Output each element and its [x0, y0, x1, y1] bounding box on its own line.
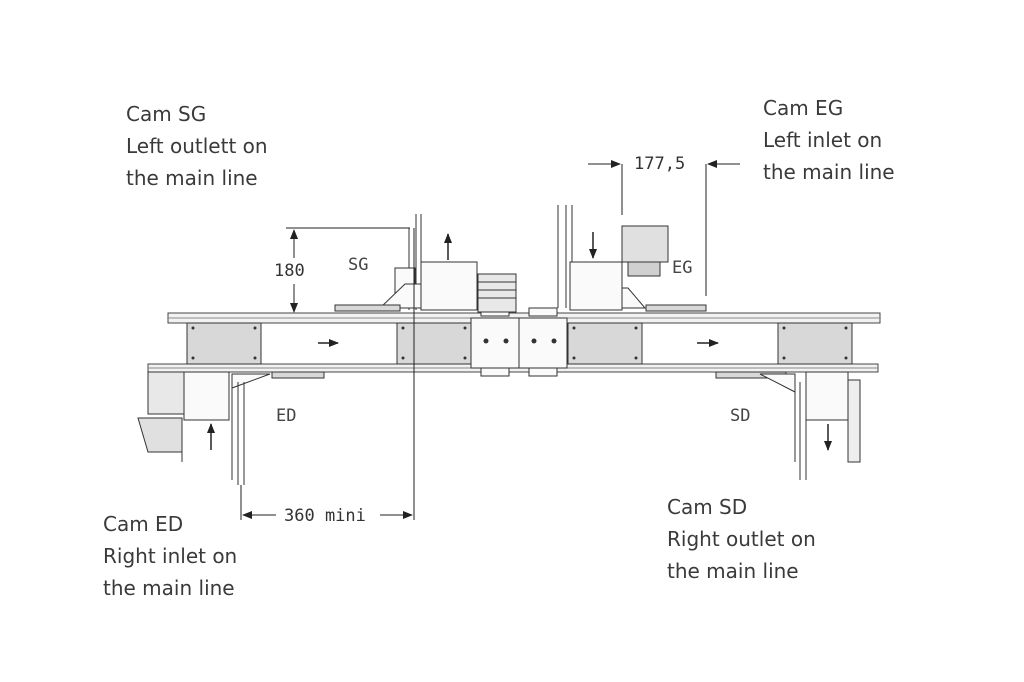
dimension-spacing: [240, 228, 415, 520]
caption-title: Cam EG: [763, 96, 844, 120]
caption-line: Right outlet on: [667, 527, 816, 551]
caption-cam-ed: Cam ED Right inlet on the main line: [103, 508, 237, 604]
dimension-height: [286, 227, 410, 313]
conveyor-panels: [186, 322, 853, 365]
dimension-offset-bg: [630, 152, 698, 174]
tag-ed: ED: [276, 406, 296, 426]
dimension-offset: [588, 160, 740, 296]
panel-bolts: [191, 326, 848, 360]
caption-line: the main line: [667, 559, 799, 583]
module-ed: [137, 371, 325, 485]
caption-line: Left outlett on: [126, 134, 268, 158]
caption-title: Cam SG: [126, 102, 207, 126]
caption-line: Left inlet on: [763, 128, 883, 152]
module-sd: [715, 371, 861, 480]
dimension-offset-label: 177,5: [634, 154, 685, 174]
caption-line: the main line: [103, 576, 235, 600]
center-joint: [470, 307, 568, 377]
tag-eg: EG: [672, 258, 692, 278]
caption-cam-eg: Cam EG Left inlet on the main line: [763, 92, 895, 188]
module-eg: [557, 205, 707, 312]
caption-line: the main line: [763, 160, 895, 184]
dimension-spacing-label: 360 mini: [284, 506, 366, 526]
caption-cam-sd: Cam SD Right outlet on the main line: [667, 491, 816, 587]
caption-title: Cam SD: [667, 495, 748, 519]
tag-sd: SD: [730, 406, 750, 426]
dimension-height-label: 180: [274, 261, 305, 281]
caption-cam-sg: Cam SG Left outlett on the main line: [126, 98, 268, 194]
caption-title: Cam ED: [103, 512, 184, 536]
module-sg: [334, 214, 517, 313]
caption-line: Right inlet on: [103, 544, 238, 568]
tag-sg: SG: [348, 255, 368, 275]
caption-line: the main line: [126, 166, 258, 190]
